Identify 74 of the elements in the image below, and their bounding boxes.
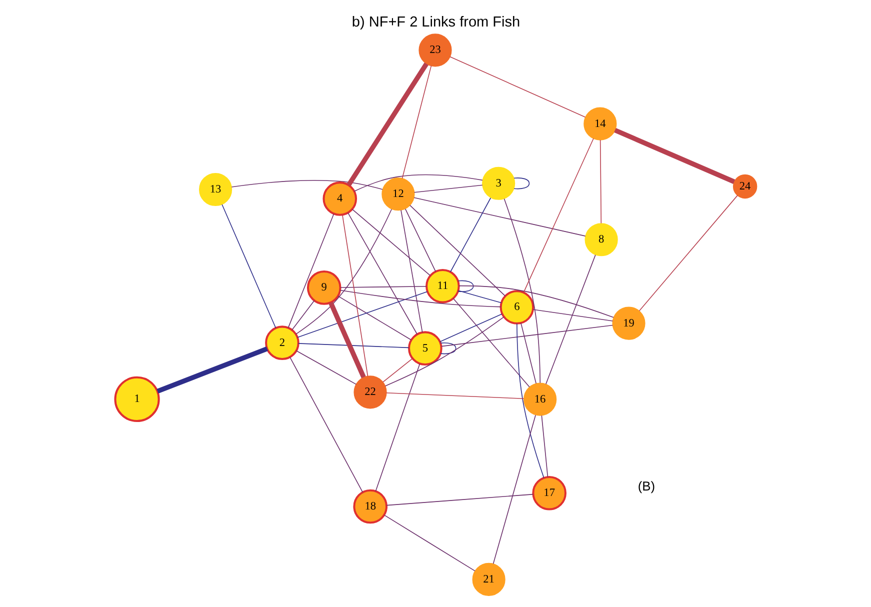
node-circle: 3 xyxy=(482,166,515,200)
connector xyxy=(458,285,614,318)
node-circle: 9 xyxy=(306,270,341,305)
connector xyxy=(540,415,548,478)
connector xyxy=(545,254,596,384)
node-circle: 17 xyxy=(532,476,566,510)
connector xyxy=(384,316,504,386)
connector xyxy=(384,514,475,572)
label: (B) xyxy=(637,478,655,494)
diagram-title: b) NF+F 2 Links from Fish xyxy=(351,14,520,30)
node-circle: 1 xyxy=(114,376,160,422)
connector xyxy=(386,494,534,506)
node-circle: 4 xyxy=(322,182,357,216)
connector xyxy=(400,210,422,333)
connector xyxy=(513,178,530,190)
connector xyxy=(298,343,409,348)
connector xyxy=(347,212,418,335)
connector xyxy=(458,290,502,304)
connector xyxy=(409,204,506,296)
node-circle: 2 xyxy=(264,326,299,360)
connector xyxy=(386,392,524,400)
node-circle: 6 xyxy=(499,290,534,324)
connector xyxy=(522,138,594,293)
node-circle: 12 xyxy=(381,178,414,211)
connector xyxy=(439,314,502,342)
connector xyxy=(520,322,536,384)
node-circle: 13 xyxy=(198,172,232,206)
connector xyxy=(503,198,540,384)
connector xyxy=(382,358,412,382)
connector xyxy=(328,302,366,378)
connector xyxy=(342,214,368,377)
connector xyxy=(156,346,268,394)
node-circle: 24 xyxy=(732,174,757,199)
connector xyxy=(599,140,602,224)
connector xyxy=(440,324,613,347)
connector xyxy=(404,208,436,272)
connector xyxy=(638,195,738,312)
connector xyxy=(295,350,356,385)
connector xyxy=(374,363,420,492)
node-circle: 19 xyxy=(612,306,645,340)
connector xyxy=(457,280,474,292)
node-circle: 16 xyxy=(523,382,556,416)
connector xyxy=(337,296,412,340)
connector xyxy=(492,414,536,564)
node-circle: 11 xyxy=(425,269,460,304)
connector xyxy=(450,197,491,272)
connector xyxy=(288,356,363,493)
connector xyxy=(346,62,428,186)
connector xyxy=(230,180,382,190)
node-circle: 8 xyxy=(584,223,618,256)
connector xyxy=(291,300,314,330)
connector xyxy=(351,208,430,276)
connector xyxy=(516,323,544,478)
connector xyxy=(413,184,482,193)
node-circle: 5 xyxy=(408,331,442,366)
connector xyxy=(340,286,426,288)
node-circle: 14 xyxy=(583,107,616,140)
connector xyxy=(449,56,586,118)
connector xyxy=(295,208,392,335)
connector xyxy=(221,204,276,328)
connector xyxy=(353,174,482,192)
connector xyxy=(339,290,501,308)
node-circle: 22 xyxy=(353,376,386,409)
connector xyxy=(614,128,735,184)
node-circle: 18 xyxy=(352,489,387,524)
node-circle: 23 xyxy=(418,34,452,67)
connector xyxy=(440,342,456,354)
node-circle: 21 xyxy=(472,562,505,596)
connector xyxy=(413,197,586,236)
connector xyxy=(296,291,428,338)
connector xyxy=(532,309,613,322)
connector xyxy=(452,298,530,388)
connector xyxy=(287,213,334,328)
connector xyxy=(401,65,432,179)
